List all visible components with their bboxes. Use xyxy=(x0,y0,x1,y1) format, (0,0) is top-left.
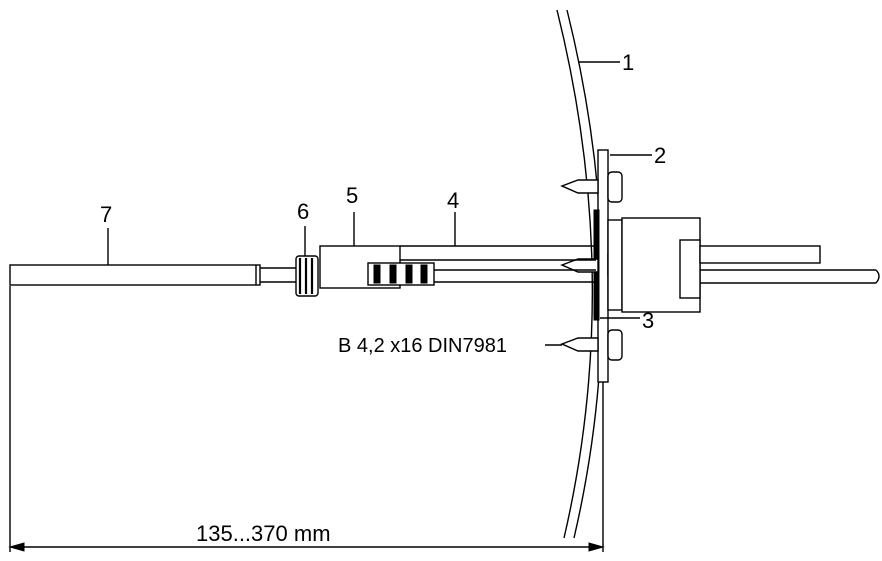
fitting-body xyxy=(319,245,435,289)
callout-7: 7 xyxy=(100,202,112,227)
callout-5: 5 xyxy=(346,183,358,208)
dimension-label: 135...370 mm xyxy=(196,521,331,546)
callout-6: 6 xyxy=(297,199,309,224)
screw-spec-note: B 4,2 x16 DIN7981 xyxy=(338,335,507,357)
callout-3: 3 xyxy=(642,308,654,333)
sensor-housing xyxy=(607,217,880,313)
leader-lines xyxy=(107,61,652,346)
nut xyxy=(295,255,319,297)
callout-1: 1 xyxy=(622,50,634,75)
dimension-line xyxy=(8,286,605,552)
probe-tube xyxy=(400,245,596,283)
callout-2: 2 xyxy=(654,143,666,168)
sensor-rod xyxy=(9,264,296,286)
callout-4: 4 xyxy=(447,188,459,213)
screw-bottom xyxy=(560,329,623,361)
screw-top xyxy=(560,171,623,203)
